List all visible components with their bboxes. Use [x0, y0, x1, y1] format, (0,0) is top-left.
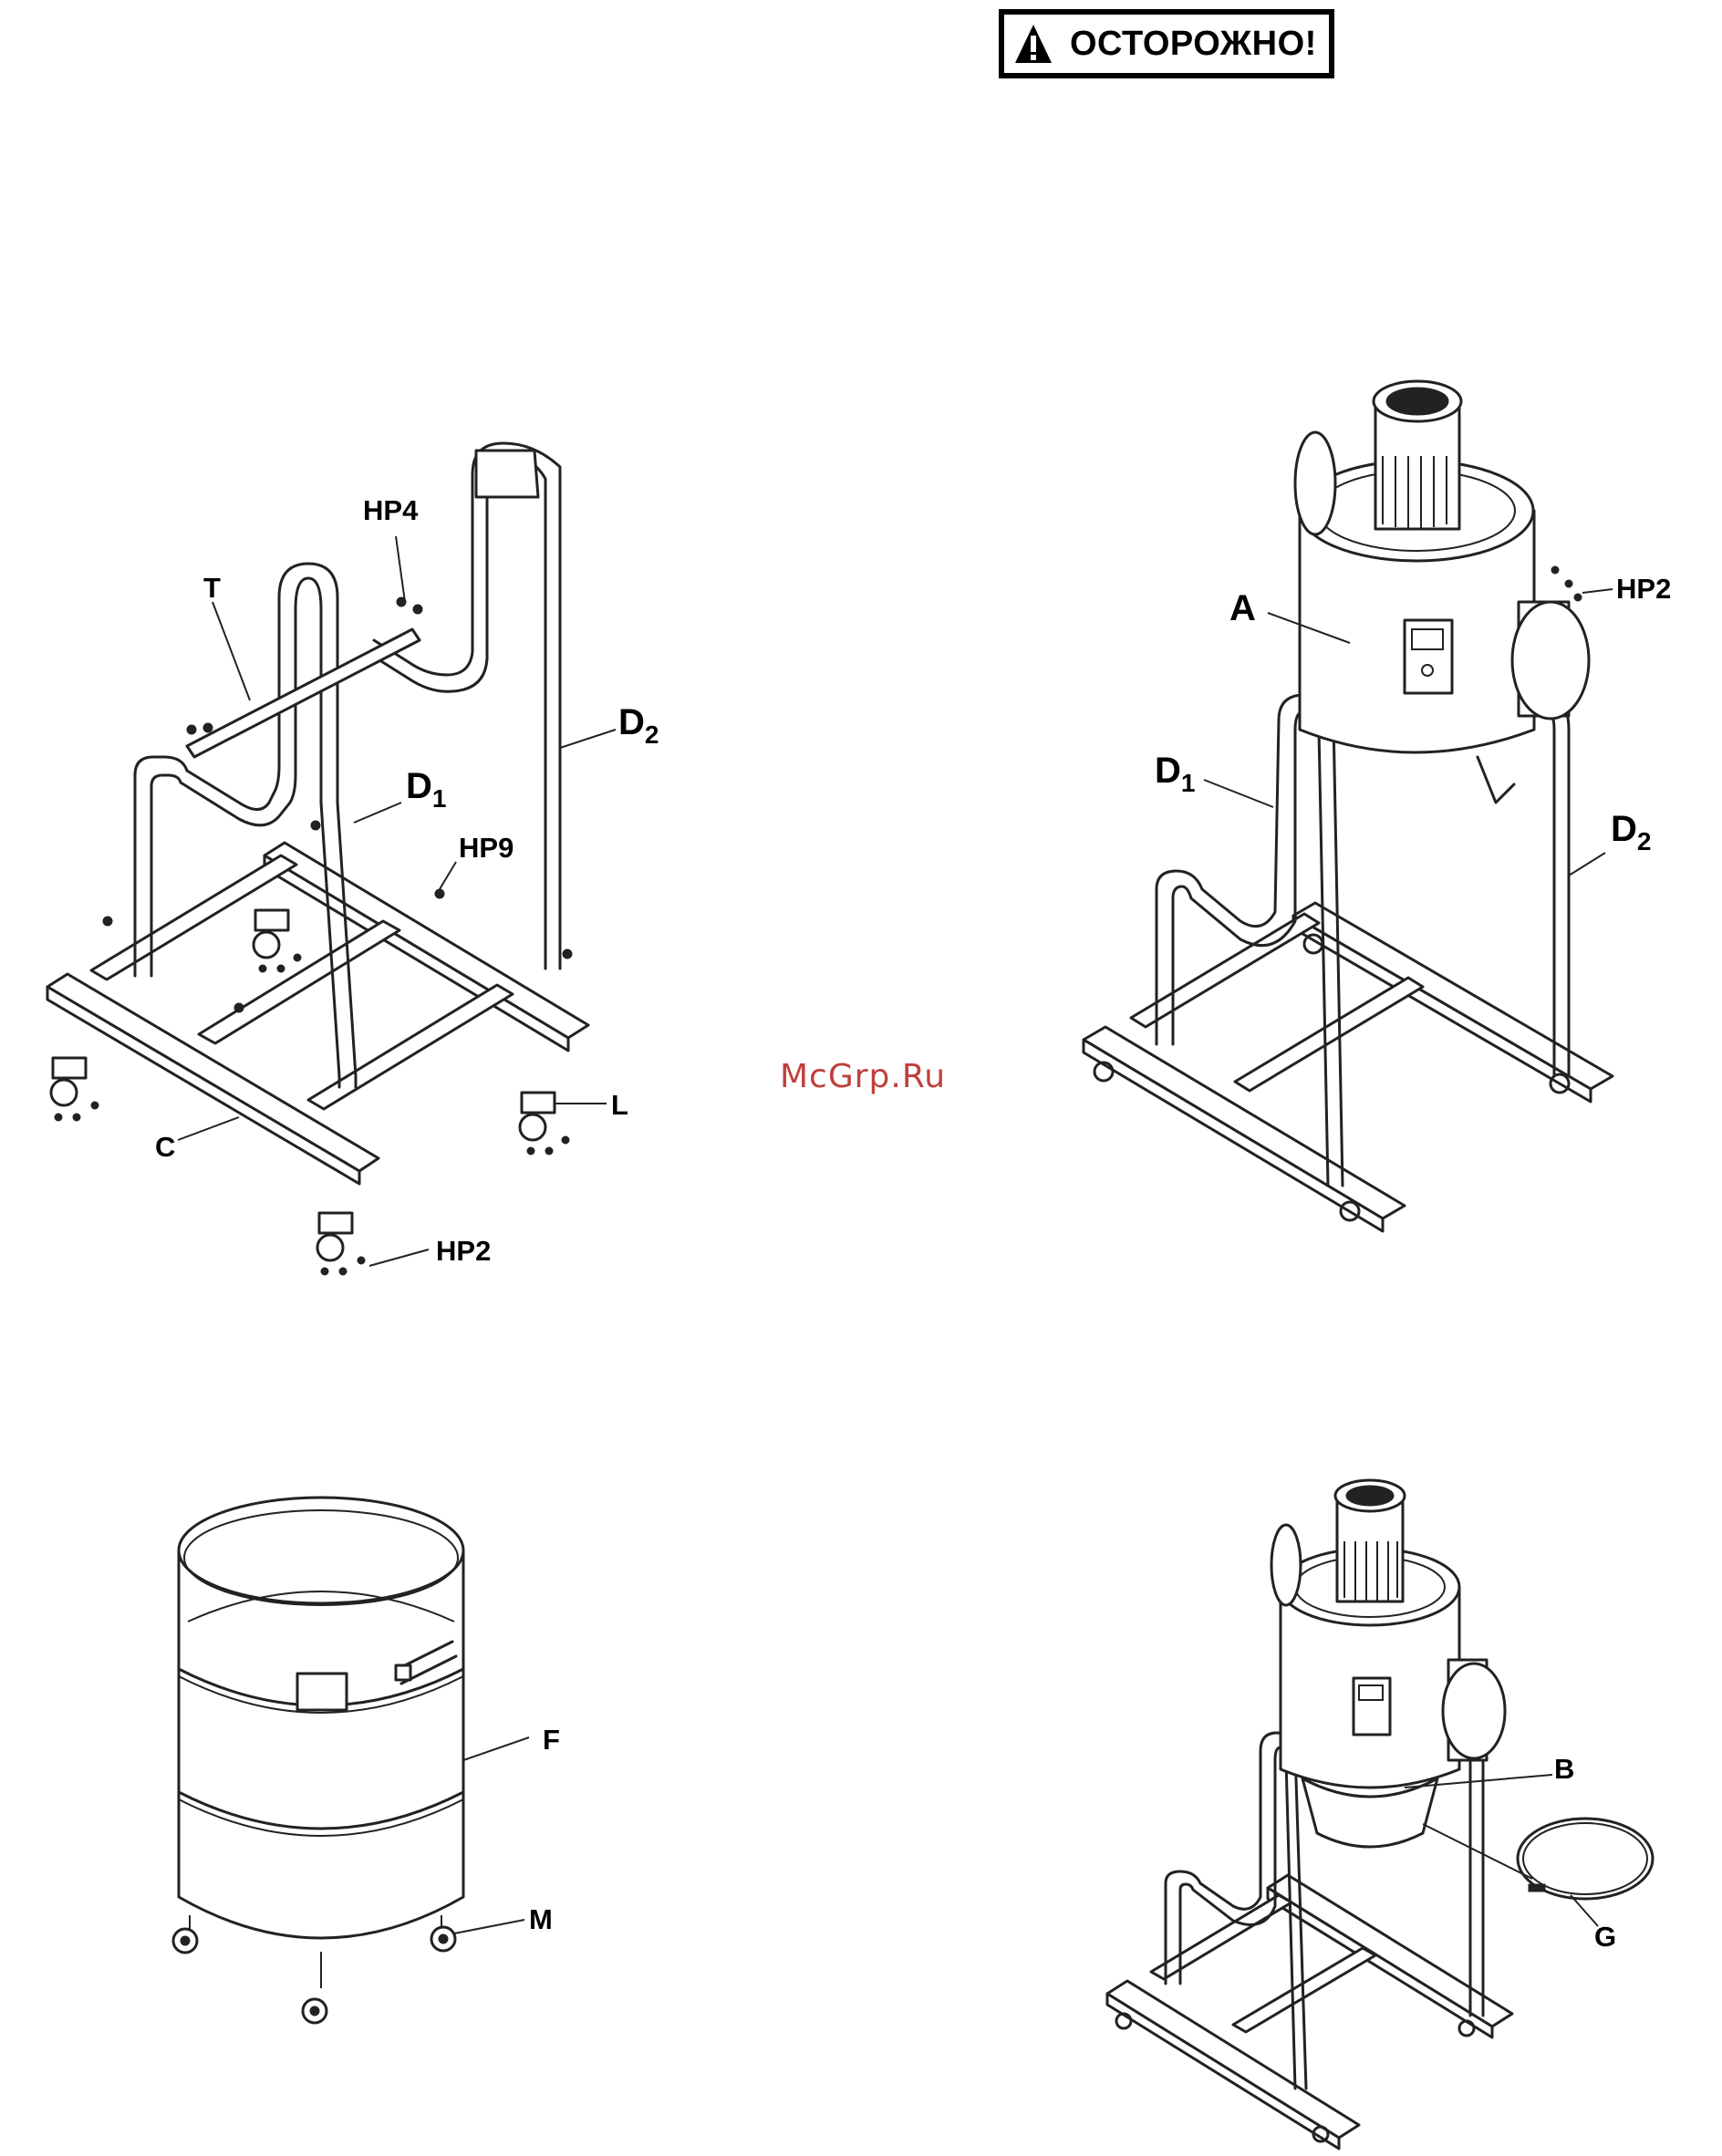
fig4-label-B: B	[1554, 1753, 1574, 1785]
fig2-label-D2-main: D	[1611, 809, 1637, 849]
fig1-label-D1: D1	[406, 766, 446, 813]
fig2-label-D2-sub: 2	[1637, 827, 1652, 855]
fig1-label-HP9: HP9	[459, 832, 513, 864]
fig2-label-D1-sub: 1	[1181, 769, 1196, 797]
figure-3-collection-drum	[173, 1498, 529, 2023]
fig2-label-D1: D1	[1155, 751, 1195, 797]
fig2-label-D2: D2	[1611, 809, 1651, 855]
fig1-label-T: T	[203, 572, 221, 604]
caster-back-right	[520, 1093, 569, 1155]
fig1-label-L: L	[611, 1089, 628, 1121]
figure-2-collector-on-stand	[1084, 381, 1613, 1231]
fig3-label-M: M	[529, 1903, 553, 1935]
fig1-label-HP2: HP2	[436, 1235, 491, 1267]
caster-back-left	[254, 910, 301, 972]
caster-front-left	[51, 1058, 99, 1121]
fig4-label-G: G	[1594, 1921, 1616, 1953]
fig1-label-D2-main: D	[618, 702, 645, 742]
figure-1-frame-assembly	[47, 443, 616, 1275]
fig1-label-D1-main: D	[406, 766, 432, 806]
figure-4-collector-with-clamp	[1107, 1480, 1653, 2149]
caster-front-right	[317, 1213, 365, 1275]
fig2-label-A: A	[1229, 588, 1256, 628]
fig2-label-D1-main: D	[1155, 751, 1181, 791]
fig1-label-D2: D2	[618, 702, 659, 749]
fig3-label-F: F	[543, 1724, 560, 1756]
fig1-label-HP4: HP4	[363, 494, 419, 526]
fig1-label-D1-sub: 1	[432, 784, 447, 813]
fig1-label-D2-sub: 2	[645, 720, 659, 749]
fig2-label-HP2: HP2	[1616, 573, 1671, 605]
fig1-label-C: C	[155, 1131, 175, 1163]
